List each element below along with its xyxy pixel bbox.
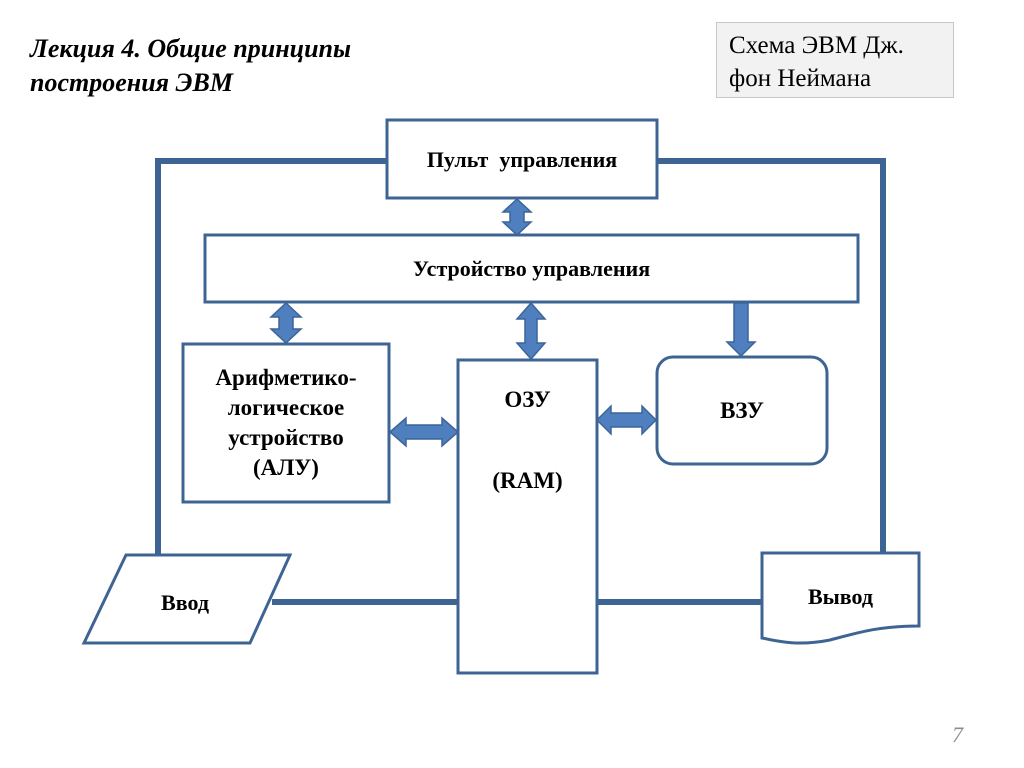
arrow-control-unit-external-storage xyxy=(725,302,757,358)
control-panel-box xyxy=(385,118,659,200)
caption-line1: Схема ЭВМ Дж. xyxy=(729,32,904,59)
slide-title-line2: построения ЭВМ xyxy=(30,68,233,97)
output-label: Вывод xyxy=(807,583,874,609)
output-document-shape xyxy=(760,551,921,645)
arrow-alu-ram xyxy=(388,416,460,448)
connector-control-panel-to-output xyxy=(658,158,886,553)
control-unit-label: Устройство управления xyxy=(412,256,651,281)
external-storage-box xyxy=(655,355,829,466)
input-parallelogram xyxy=(81,553,293,645)
control-panel-label: Пульт управления xyxy=(426,146,618,172)
slide-title-line1: Лекция 4. Общие принципы xyxy=(30,34,352,63)
connector-control-panel-to-input xyxy=(155,158,386,555)
slide-title: Лекция 4. Общие принципы построения ЭВМ xyxy=(30,32,351,100)
diagram-caption-box: Схема ЭВМ Дж. фон Неймана xyxy=(716,22,954,98)
alu-label: Арифметико- логическое устройство (АЛУ) xyxy=(215,365,357,480)
arrow-control-panel-control-unit xyxy=(501,197,533,237)
alu-box xyxy=(181,342,391,504)
caption-line2: фон Неймана xyxy=(729,65,872,92)
external-storage-label: ВЗУ xyxy=(720,398,764,423)
page-number: 7 xyxy=(952,722,963,747)
arrow-control-unit-ram xyxy=(515,301,547,361)
ram-label: ОЗУ (RAM) xyxy=(492,387,563,493)
control-unit-box xyxy=(203,233,860,304)
arrow-control-unit-alu xyxy=(269,301,303,345)
ram-box xyxy=(456,358,599,675)
input-label: Ввод xyxy=(161,589,209,615)
arrow-ram-external-storage xyxy=(595,404,658,436)
